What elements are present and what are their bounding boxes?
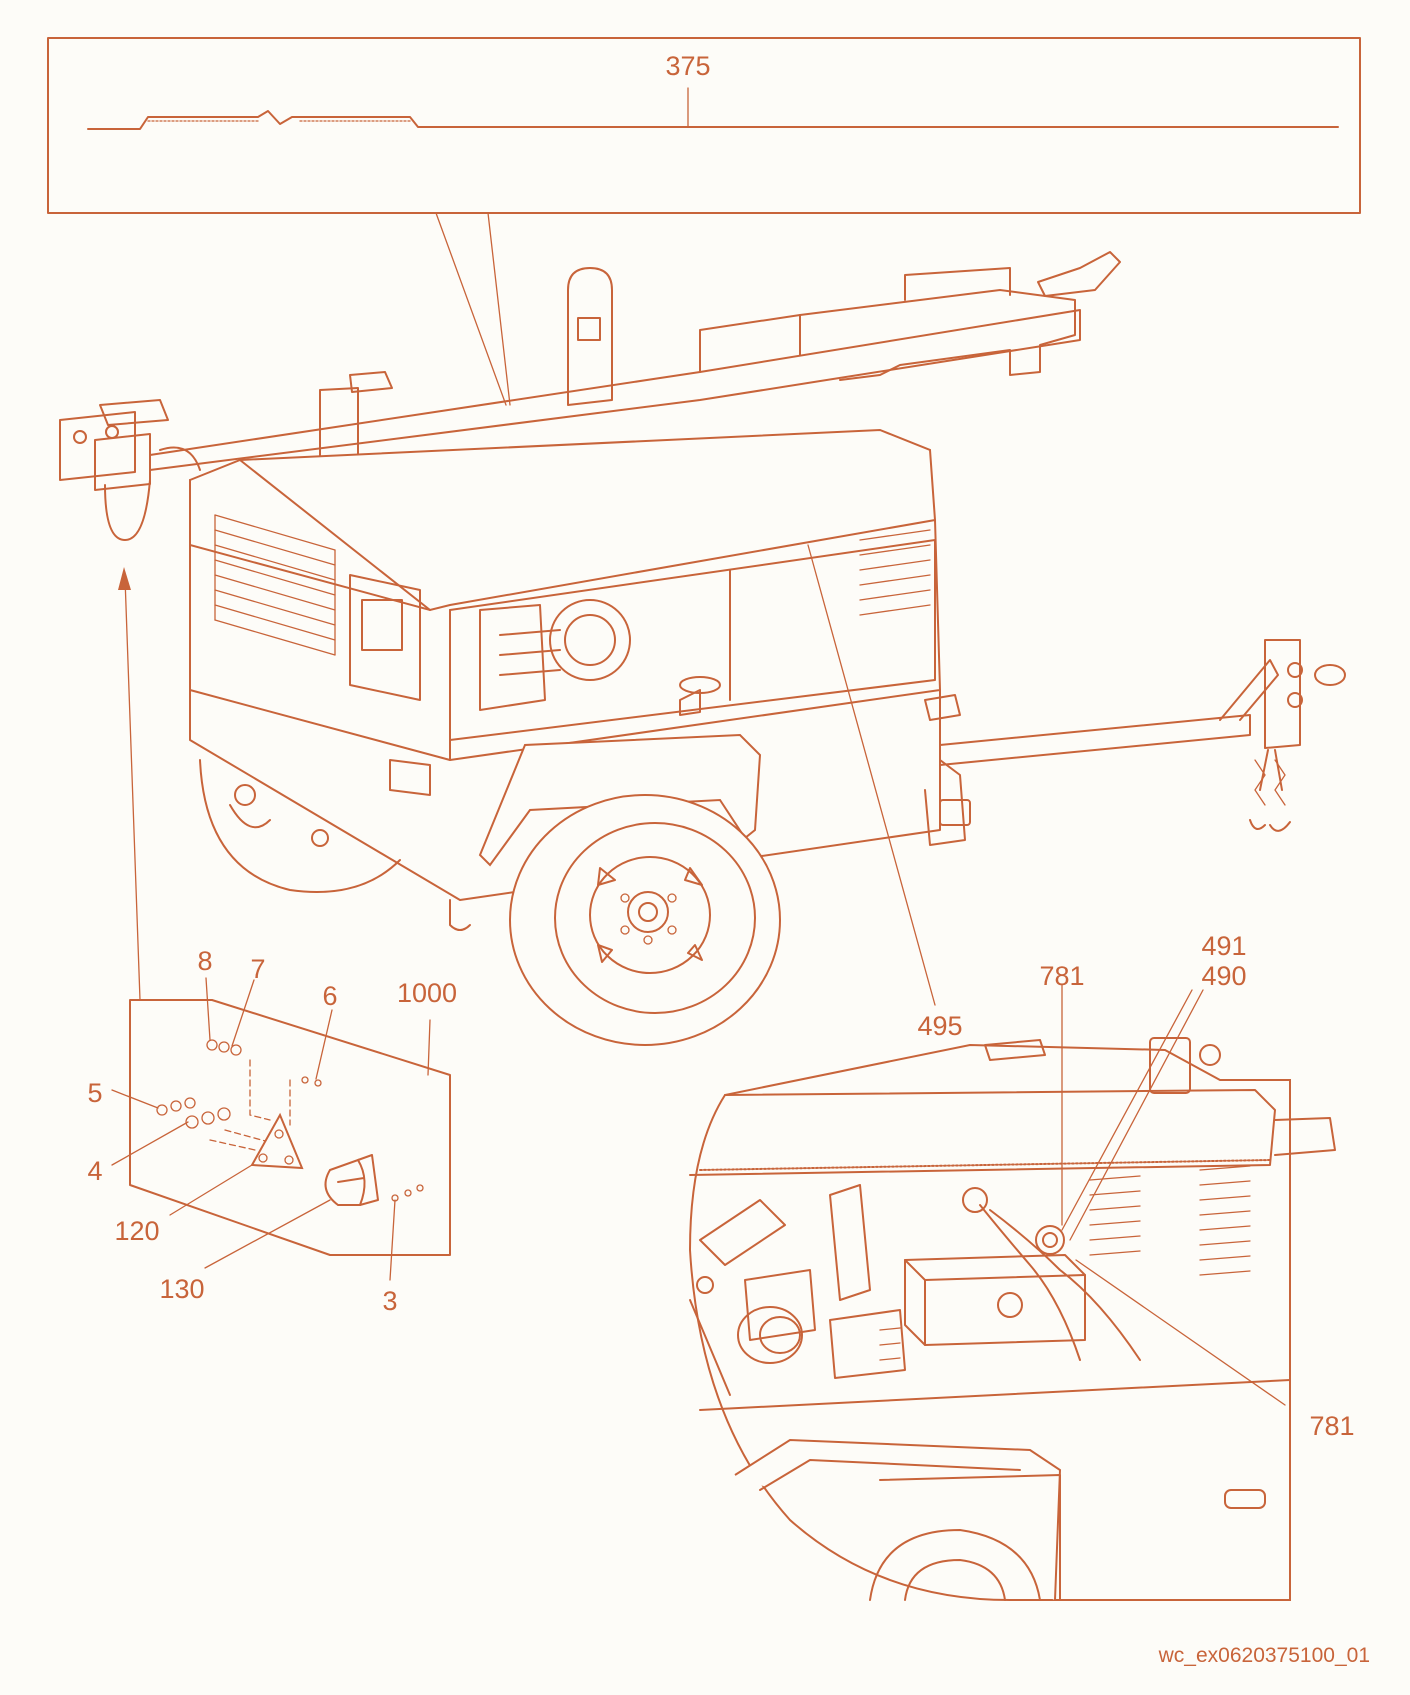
cable-inset xyxy=(47,37,1361,214)
label-8: 8 xyxy=(197,946,212,976)
label-7: 7 xyxy=(250,954,265,984)
label-3: 3 xyxy=(382,1286,397,1316)
label-4: 4 xyxy=(87,1156,102,1186)
label-120: 120 xyxy=(114,1216,159,1246)
detail-arrow xyxy=(118,567,141,1001)
label-375: 375 xyxy=(665,51,710,81)
label-781-bottom: 781 xyxy=(1309,1411,1354,1441)
label-1000: 1000 xyxy=(397,978,457,1008)
figure-code: wc_ex0620375100_01 xyxy=(1158,1644,1370,1667)
reflector-detail xyxy=(111,977,451,1281)
label-490: 490 xyxy=(1201,961,1246,991)
label-6: 6 xyxy=(322,981,337,1011)
trailer-drawing xyxy=(59,251,1346,1046)
label-130: 130 xyxy=(159,1274,204,1304)
closeup-view xyxy=(688,984,1336,1601)
label-5: 5 xyxy=(87,1078,102,1108)
label-491: 491 xyxy=(1201,931,1246,961)
label-781-top: 781 xyxy=(1039,961,1084,991)
label-495: 495 xyxy=(917,1011,962,1041)
